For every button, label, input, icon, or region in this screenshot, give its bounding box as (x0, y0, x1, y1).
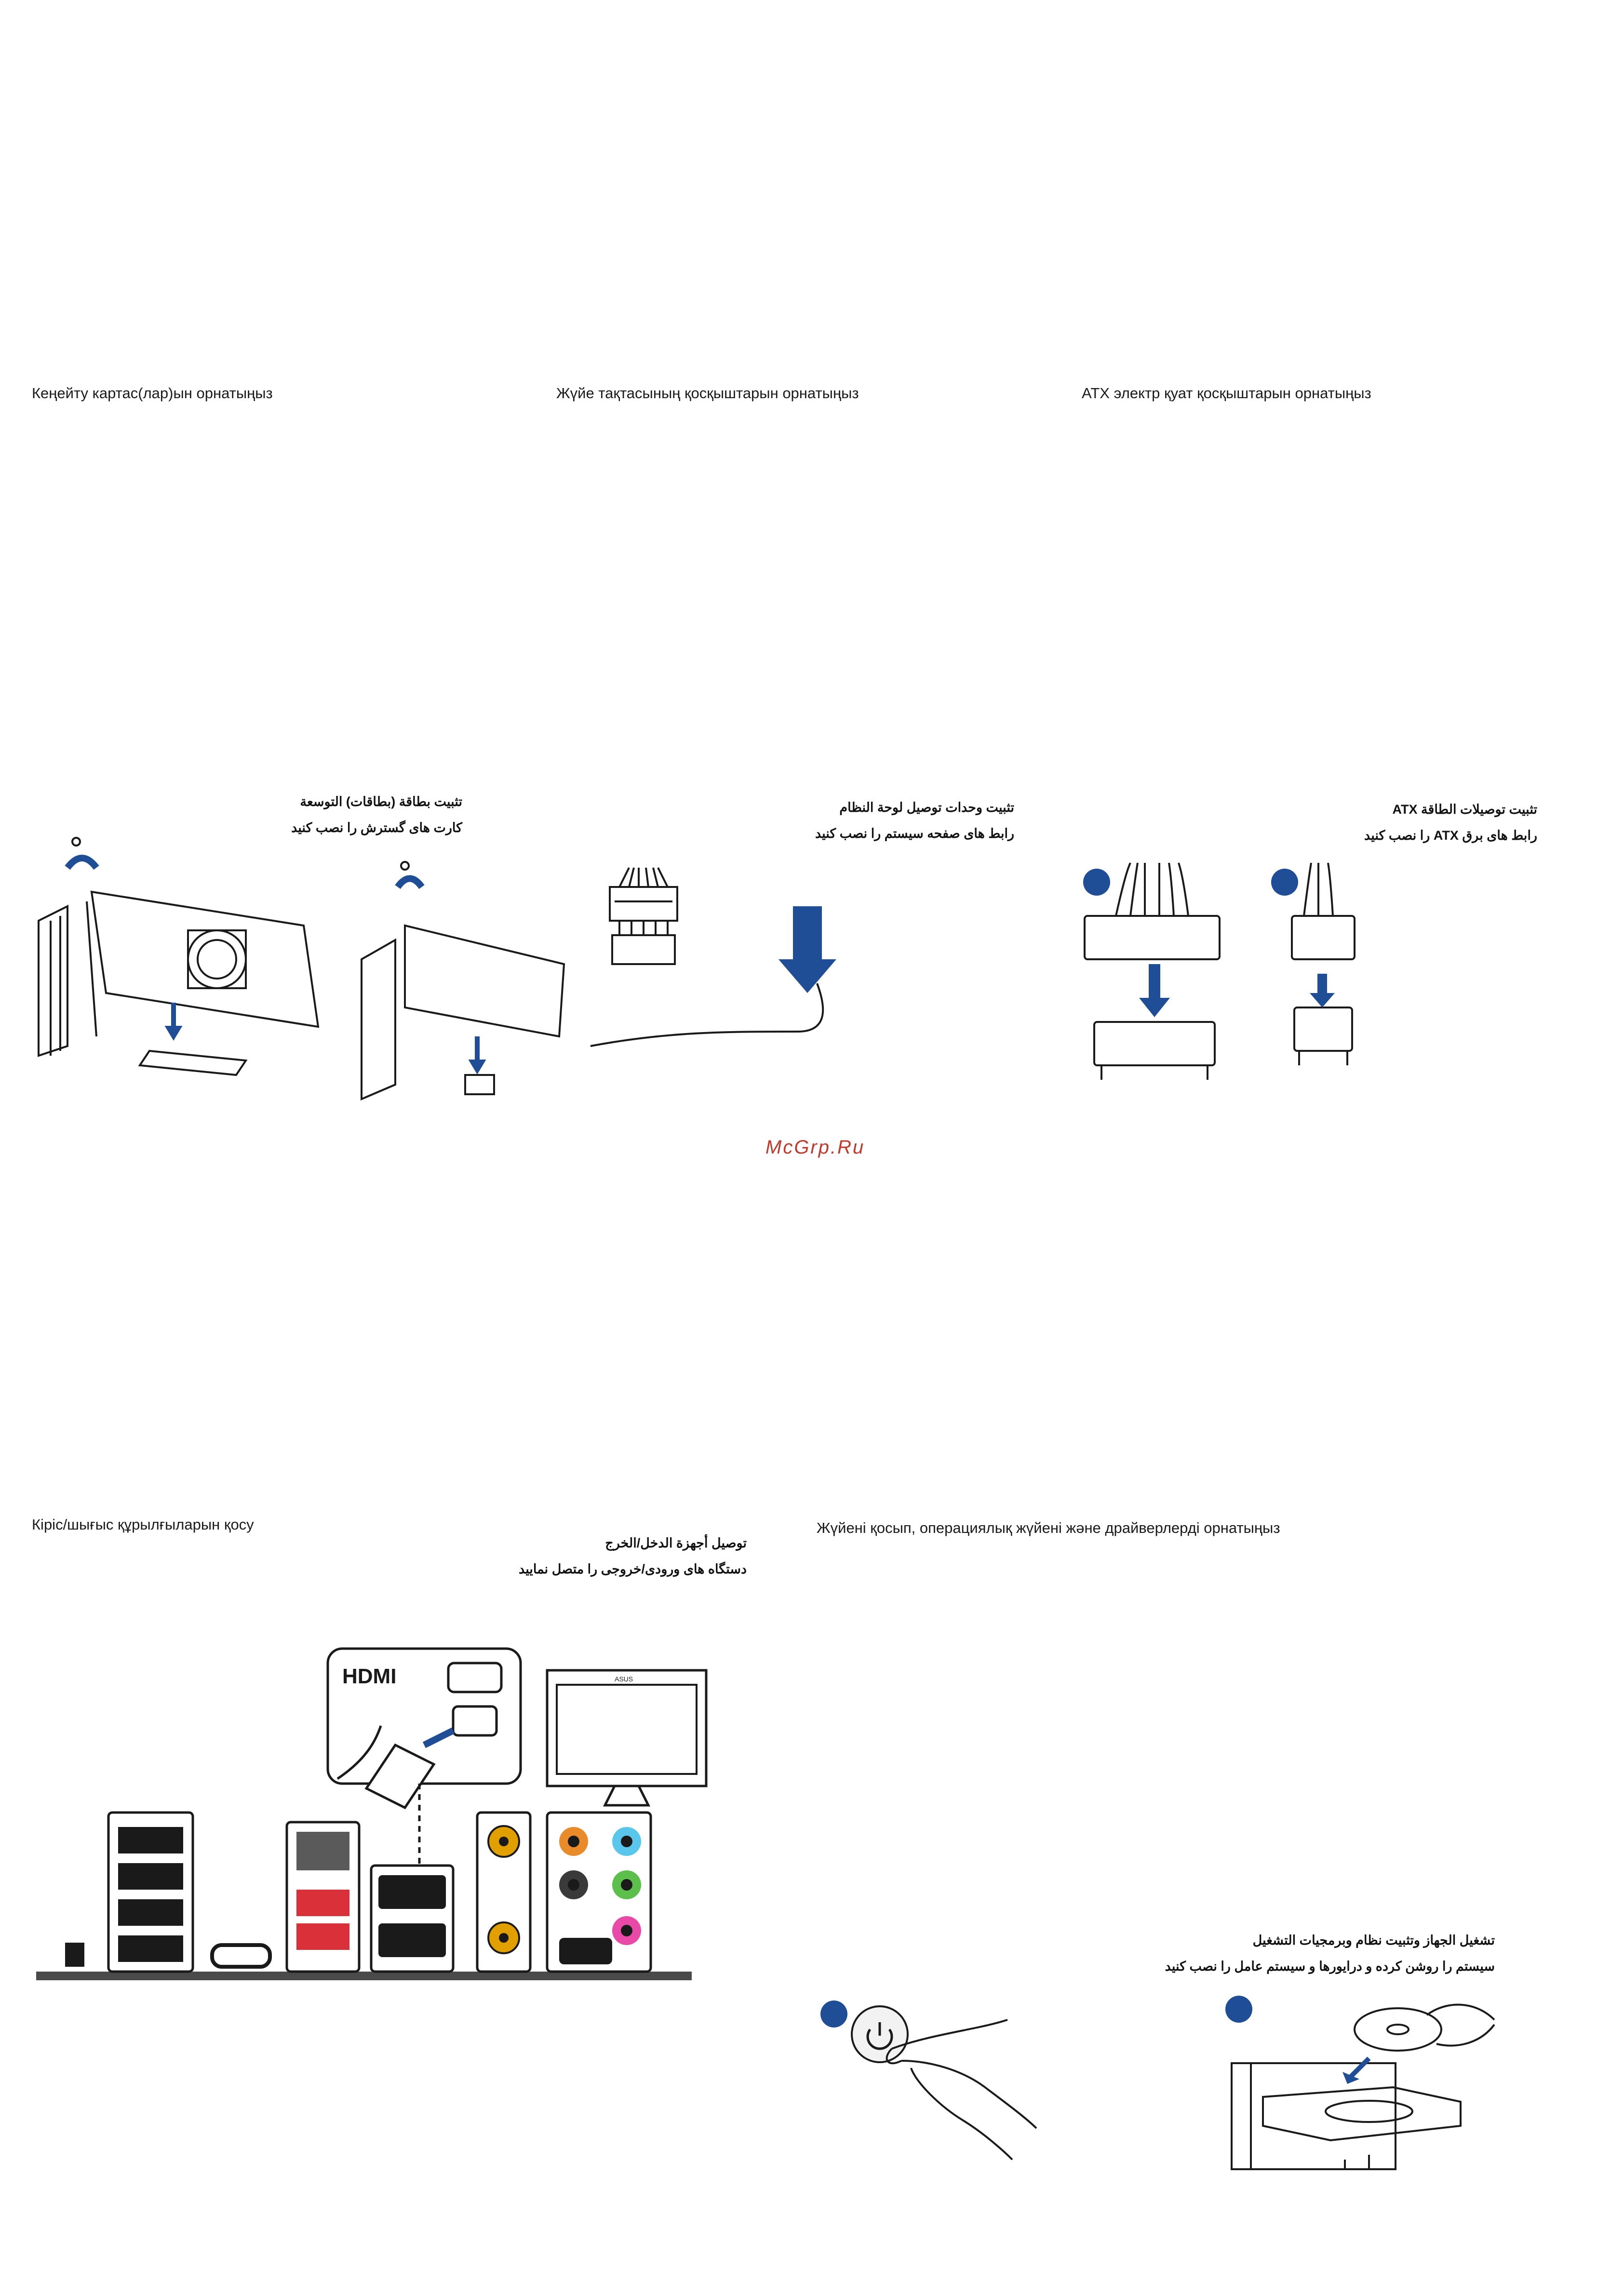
io-title-fa: دستگاه های ورودی/خروجی را متصل نماييد (519, 1562, 747, 1576)
step-2-badge (1271, 869, 1298, 896)
io-title-ar: توصيل أجهزة الدخل/الخرج (605, 1536, 747, 1550)
clear-cmos-button (65, 1943, 84, 1967)
displayport-port (378, 1875, 446, 1909)
panel-title-fa: رابط های صفحه سيستم را نصب كنيد (815, 826, 1014, 841)
panel-title-ar: تثبيت وحدات توصيل لوحة النظام (839, 800, 1014, 815)
hdmi-callout (326, 1647, 522, 1785)
down-arrow-icon (1139, 964, 1170, 1017)
step-1-badge (820, 2001, 847, 2027)
atx-title-ar: تثبيت توصيلات الطاقة ATX (1392, 802, 1537, 817)
expansion-title-kz: Кеңейту картас(лар)ын орнатыңыз (32, 385, 273, 402)
usb-c-port (210, 1943, 272, 1969)
io-rear-panel-illustration: HDMI ASUS (36, 1647, 708, 1980)
monitor-icon (546, 1669, 708, 1787)
screw-icon (71, 837, 81, 846)
step-2-badge (1225, 1996, 1252, 2023)
poweron-title-ar: تشغيل الجهاز وتثبيت نظام وبرمجيات التشغي… (1252, 1933, 1495, 1947)
disc-icon (1354, 2007, 1442, 2052)
poweron-title-kz: Жүйені қосып, операциялық жүйені және др… (817, 1519, 1280, 1536)
rotate-arrow-icon (65, 855, 99, 870)
atx-title-fa: رابط های برق ATX را نصب كنيد (1364, 828, 1537, 843)
expansion-title-fa: كارت های گسترش را نصب كنيد (291, 820, 462, 835)
panel-title-kz: Жүйе тақтасының қосқыштарын орнатыңыз (556, 385, 859, 402)
lan-port (296, 1832, 349, 1870)
panel-connector-illustration (590, 867, 836, 1047)
expansion-title-ar: تثبيت بطاقة (بطاقات) التوسعة (300, 794, 462, 809)
io-title-kz: Кіріс/шығыс құрылғыларын қосу (32, 1516, 254, 1533)
down-arrow-icon (778, 906, 836, 993)
expansion-card-illustration (38, 837, 565, 1101)
atx-title-kz: ATX электр қуат қосқыштарын орнатыңыз (1082, 385, 1371, 402)
hdmi-port (378, 1923, 446, 1957)
svg-text:ASUS: ASUS (615, 1675, 633, 1683)
down-arrow-icon (1310, 974, 1335, 1007)
hdmi-logo: HDMI (342, 1665, 396, 1688)
power-on-illustration (820, 2001, 1037, 2161)
step-1-badge (1083, 869, 1110, 896)
watermark: McGrp.Ru (765, 1137, 865, 1158)
screw-icon (400, 861, 410, 871)
atx-power-illustration (1083, 862, 1356, 1080)
rotate-arrow-icon (395, 875, 425, 889)
install-disc-illustration (1225, 1996, 1495, 2170)
poweron-title-fa: سيستم را روشن كرده و درايورها و سيستم عا… (1165, 1959, 1495, 1974)
